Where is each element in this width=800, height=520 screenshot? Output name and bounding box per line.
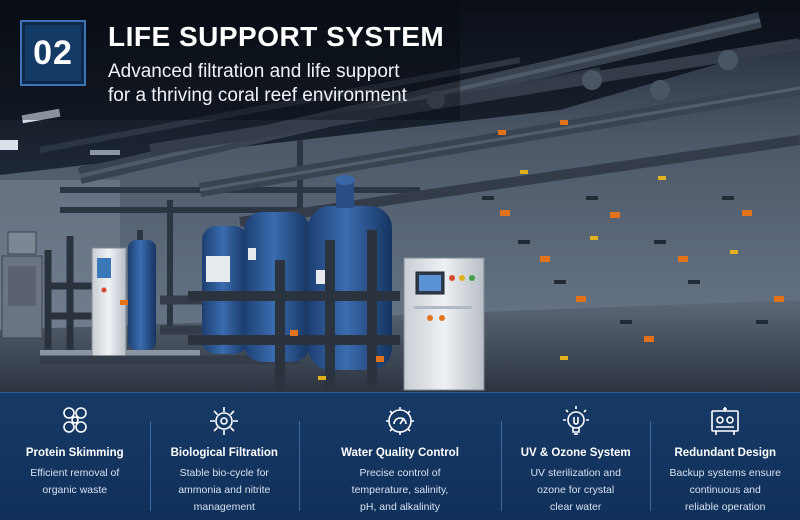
feature-desc-line: reliable operation (684, 501, 766, 513)
gear-icon (210, 407, 239, 435)
feature-desc-line: clear water (550, 501, 602, 513)
feature-description: Stable bio-cycle for ammonia and nitrite… (150, 465, 300, 516)
section-number: 02 (33, 33, 73, 72)
feature-redundant-design: Redundant Design Backup systems ensure c… (650, 393, 800, 520)
control-panel-icon (711, 407, 740, 435)
feature-desc-line: Backup systems ensure (669, 467, 781, 479)
feature-description: Efficient removal of organic waste (0, 465, 150, 499)
pipework-scene (0, 0, 800, 392)
page-title: LIFE SUPPORT SYSTEM (108, 21, 445, 52)
feature-desc-line: Precise control of (359, 467, 441, 479)
feature-desc-line: organic waste (42, 484, 108, 496)
feature-desc-line: Stable bio-cycle for (179, 467, 269, 479)
feature-biological-filtration: Biological Filtration Stable bio-cycle f… (149, 393, 300, 520)
feature-title: Biological Filtration (170, 447, 278, 459)
feature-strip: Protein Skimming Efficient removal of or… (0, 392, 800, 520)
feature-protein-skimming: Protein Skimming Efficient removal of or… (0, 393, 150, 520)
section-number-badge: 02 (20, 20, 86, 86)
title-text: LIFE SUPPORT SYSTEM Advanced filtration … (108, 20, 444, 108)
feature-desc-line: ammonia and nitrite (178, 484, 271, 496)
title-block: 02 LIFE SUPPORT SYSTEM Advanced filtrati… (20, 20, 444, 108)
gauge-gear-icon (386, 407, 414, 435)
feature-title: Protein Skimming (25, 447, 124, 459)
feature-desc-line: temperature, salinity, (351, 484, 449, 496)
uv-bulb-icon (562, 406, 589, 435)
subtitle-line-1: Advanced filtration and life support (108, 61, 400, 82)
feature-desc-line: management (193, 501, 255, 513)
feature-uv-ozone-system: UV & Ozone System UV sterilization and o… (500, 393, 651, 520)
protein-skimmer-icon (62, 407, 87, 433)
feature-desc-line: ozone for crystal (537, 484, 615, 496)
feature-desc-line: pH, and alkalinity (360, 501, 440, 513)
feature-title: Water Quality Control (341, 447, 459, 459)
feature-title: UV & Ozone System (520, 447, 631, 459)
subtitle-line-2: for a thriving coral reef environment (108, 85, 407, 106)
feature-desc-line: continuous and (689, 484, 761, 496)
feature-description: Backup systems ensure continuous and rel… (650, 465, 800, 516)
feature-description: Precise control of temperature, salinity… (299, 465, 501, 516)
feature-desc-line: Efficient removal of (30, 467, 120, 479)
hero-image: 02 LIFE SUPPORT SYSTEM Advanced filtrati… (0, 0, 800, 392)
feature-description: UV sterilization and ozone for crystal c… (501, 465, 651, 516)
feature-title: Redundant Design (674, 447, 777, 459)
feature-water-quality-control: Water Quality Control Precise control of… (299, 393, 501, 520)
feature-desc-line: UV sterilization and (530, 467, 621, 479)
